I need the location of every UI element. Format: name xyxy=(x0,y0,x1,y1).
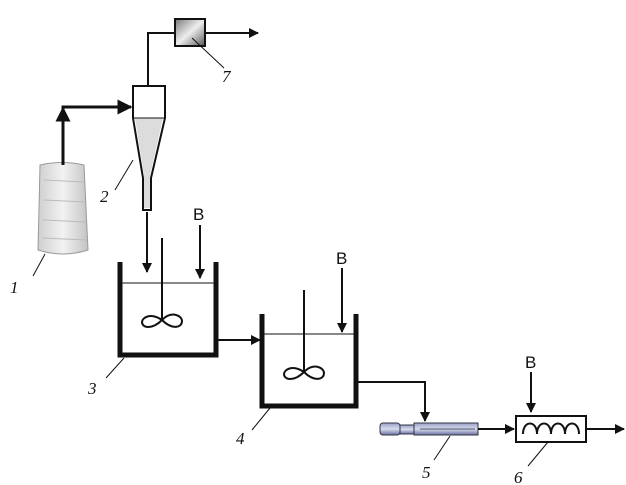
label-4: 4 xyxy=(236,429,245,448)
pump xyxy=(379,422,479,436)
heater xyxy=(515,415,587,443)
leader-4 xyxy=(251,407,271,431)
leader-6 xyxy=(527,441,549,467)
tank-a xyxy=(117,238,219,358)
water-label-tank-b: B xyxy=(336,249,347,268)
bag xyxy=(37,162,89,255)
cyclone xyxy=(132,85,166,211)
label-7: 7 xyxy=(222,67,232,86)
tank-b xyxy=(259,290,359,409)
label-1: 1 xyxy=(10,278,19,297)
leader-2 xyxy=(114,159,134,191)
label-2: 2 xyxy=(100,187,109,206)
pipe-tank-b-to-pump xyxy=(356,381,430,422)
label-5: 5 xyxy=(422,463,431,482)
label-6: 6 xyxy=(514,468,523,485)
pipe-bag-to-cyclone xyxy=(61,99,133,165)
label-3: 3 xyxy=(87,379,97,398)
filter xyxy=(174,18,206,47)
leader-5 xyxy=(433,435,451,461)
leader-1 xyxy=(32,253,46,277)
water-label-heater: B xyxy=(525,353,536,372)
pipe-cyclone-to-filter xyxy=(147,32,175,86)
water-label-tank-a: B xyxy=(193,205,204,224)
leader-7 xyxy=(191,37,225,69)
leader-3 xyxy=(105,357,125,379)
